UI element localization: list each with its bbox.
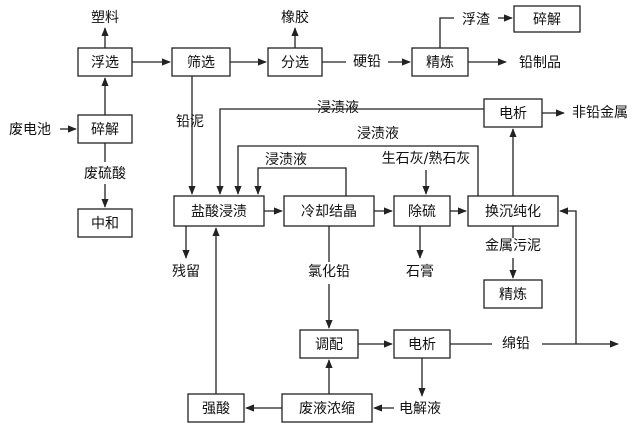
label-feidianchi: 废电池 [9,122,51,138]
label-shigao: 石膏 [406,263,434,280]
box-chuliu: 除硫 [393,195,451,227]
box-suijie-right-label: 碎解 [533,12,561,28]
box-lengque-jiejing: 冷却结晶 [283,195,375,227]
label-canliu: 残留 [172,264,200,280]
box-qiangsuan: 强酸 [187,393,245,423]
label-qianzhipin: 铅制品 [519,55,561,71]
label-feiqian-jinshu: 非铅金属 [572,105,628,121]
box-zhonghe: 中和 [77,208,133,238]
box-suijie-label: 碎解 [91,122,119,138]
box-jinglian-top: 精炼 [411,47,469,77]
label-dianjieye: 电解液 [399,401,441,417]
edge-return-to-huanchen [559,207,577,344]
box-huanchen-chunhua: 换沉纯化 [467,195,559,227]
label-xiangjiao: 橡胶 [281,9,309,26]
label-jinshu-wuni: 金属污泥 [485,238,541,254]
box-suijie: 碎解 [77,114,133,144]
box-qiangsuan-label: 强酸 [202,401,230,417]
label-jinziye-1: 浸渍液 [317,100,359,116]
label-fuzha: 浮渣 [462,12,490,28]
box-fenxuan-label: 分选 [281,55,309,71]
box-feiye-nongsuo-label: 废液浓缩 [299,401,355,417]
label-shihui: 生石灰/熟石灰 [382,151,471,167]
box-dianxi-top-label: 电析 [499,106,527,122]
box-tiaopei: 调配 [299,329,359,359]
box-fuxuan-label: 浮选 [91,55,119,71]
box-dianxi-top: 电析 [483,98,543,128]
label-jinziye-3: 浸渍液 [265,152,307,168]
label-suliao: 塑料 [91,10,119,26]
box-feiye-nongsuo: 废液浓缩 [281,393,373,423]
box-suijie-right: 碎解 [513,5,581,33]
edge-jinglian-to-fuzha [439,17,454,48]
box-huanchen-chunhua-label: 换沉纯化 [485,203,541,220]
label-feiliusuan: 废硫酸 [84,166,126,182]
box-fenxuan: 分选 [267,47,323,77]
edge-jinziye-from-lengque [254,167,347,196]
box-shaixuan-label: 筛选 [187,55,215,71]
box-jinglian-bottom: 精炼 [483,279,543,309]
box-zhonghe-label: 中和 [91,216,119,232]
box-yansuan-jinzi-label: 盐酸浸渍 [191,204,247,220]
label-lvhuaqian: 氯化铅 [308,264,350,280]
edge-jinziye-from-dianxi [216,108,484,195]
box-chuliu-label: 除硫 [408,204,436,220]
box-jinglian-top-label: 精炼 [426,55,454,71]
box-lengque-jiejing-label: 冷却结晶 [301,204,357,220]
box-shaixuan: 筛选 [171,47,231,77]
box-dianxi-bottom: 电析 [393,329,451,359]
label-jinziye-2: 浸渍液 [357,126,399,142]
label-mianqian: 绵铅 [502,335,530,352]
box-fuxuan: 浮选 [77,47,133,77]
box-jinglian-bottom-label: 精炼 [499,287,527,303]
box-tiaopei-label: 调配 [315,337,343,353]
label-qianni: 铅泥 [176,114,204,130]
edge-jinziye-from-huanchen [234,145,479,196]
label-yingqian: 硬铅 [353,54,381,70]
box-dianxi-bottom-label: 电析 [408,337,436,353]
box-yansuan-jinzi: 盐酸浸渍 [173,195,265,227]
